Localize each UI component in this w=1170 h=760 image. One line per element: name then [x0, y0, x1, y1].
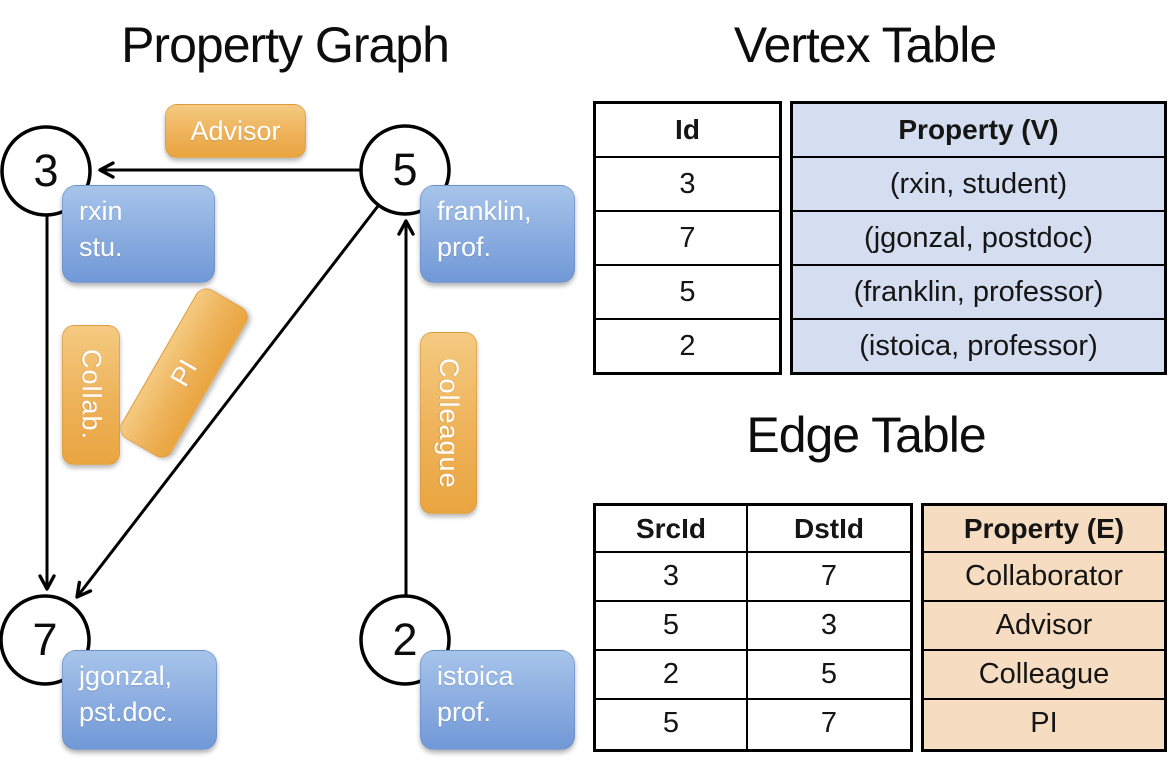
table-cell: (franklin, professor)	[793, 264, 1164, 318]
node-property-line: rxin	[79, 196, 123, 226]
table-cell: Colleague	[924, 649, 1164, 698]
node-property-box-5: franklin, prof.	[420, 185, 575, 283]
node-id-5: 5	[392, 144, 418, 195]
table-cell: (jgonzal, postdoc)	[793, 210, 1164, 264]
edge-label-text: Colleague	[434, 357, 464, 489]
edge-table-header-property: Property (E)	[963, 512, 1125, 544]
node-property-line: jgonzal,	[79, 661, 173, 691]
table-cell: Advisor	[924, 600, 1164, 649]
table-cell: 5	[748, 649, 910, 698]
node-property-line: pst.doc.	[79, 696, 174, 727]
table-cell: (rxin, student)	[793, 156, 1164, 210]
table-cell: 2	[596, 649, 746, 698]
table-cell: 7	[596, 210, 779, 264]
table-cell: 5	[596, 600, 746, 649]
vertex-table-header-id: Id	[675, 114, 700, 145]
vertex-table-property-column: Property (V) (rxin, student) (jgonzal, p…	[790, 101, 1167, 375]
table-cell: 7	[748, 551, 910, 600]
node-property-line: franklin,	[437, 196, 532, 226]
table-cell: 2	[596, 318, 779, 372]
node-id-3: 3	[33, 145, 59, 196]
node-property-line: prof.	[437, 696, 492, 727]
node-property-line: stu.	[79, 231, 123, 262]
edge-table-dstid-column: DstId 7 3 5 7	[748, 506, 910, 749]
edge-label-colleague: Colleague	[420, 332, 477, 514]
edge-table-header-srcid: SrcId	[635, 512, 707, 544]
table-cell: Collaborator	[924, 551, 1164, 600]
edge-label-text: PI	[164, 354, 203, 392]
edge-table-title: Edge Table	[746, 407, 986, 463]
edge-label-text: Collab.	[76, 349, 107, 441]
edge-table-srcid-column: SrcId 3 5 2 5	[596, 506, 748, 749]
table-cell: 5	[596, 698, 746, 747]
node-property-box-7: jgonzal, pst.doc.	[62, 650, 217, 750]
table-cell: 7	[748, 698, 910, 747]
vertex-table-id-column: Id 3 7 5 2	[593, 101, 782, 375]
node-id-7: 7	[32, 614, 58, 665]
vertex-table-header-property: Property (V)	[898, 114, 1059, 145]
table-cell: PI	[924, 698, 1164, 747]
vertex-table-title: Vertex Table	[733, 17, 997, 73]
node-property-box-2: istoica prof.	[420, 650, 575, 750]
node-property-line: istoica	[437, 661, 514, 691]
edge-table-property-column: Property (E) Collaborator Advisor Collea…	[921, 503, 1167, 752]
node-property-box-3: rxin stu.	[62, 185, 215, 283]
table-cell: 3	[748, 600, 910, 649]
node-property-line: prof.	[437, 231, 492, 262]
table-cell: 5	[596, 264, 779, 318]
property-graph-title: Property Graph	[121, 17, 450, 73]
edge-pi-5-to-7	[75, 205, 380, 599]
edge-label-text: Advisor	[190, 115, 281, 146]
edge-label-collab: Collab.	[62, 325, 120, 465]
edge-table-header-dstid: DstId	[794, 512, 864, 544]
node-id-2: 2	[392, 614, 418, 665]
edge-table-src-dst-columns: SrcId 3 5 2 5 DstId 7 3 5 7	[593, 503, 913, 752]
table-cell: (istoica, professor)	[793, 318, 1164, 372]
table-cell: 3	[596, 156, 779, 210]
edge-label-advisor: Advisor	[165, 104, 306, 158]
table-cell: 3	[596, 551, 746, 600]
